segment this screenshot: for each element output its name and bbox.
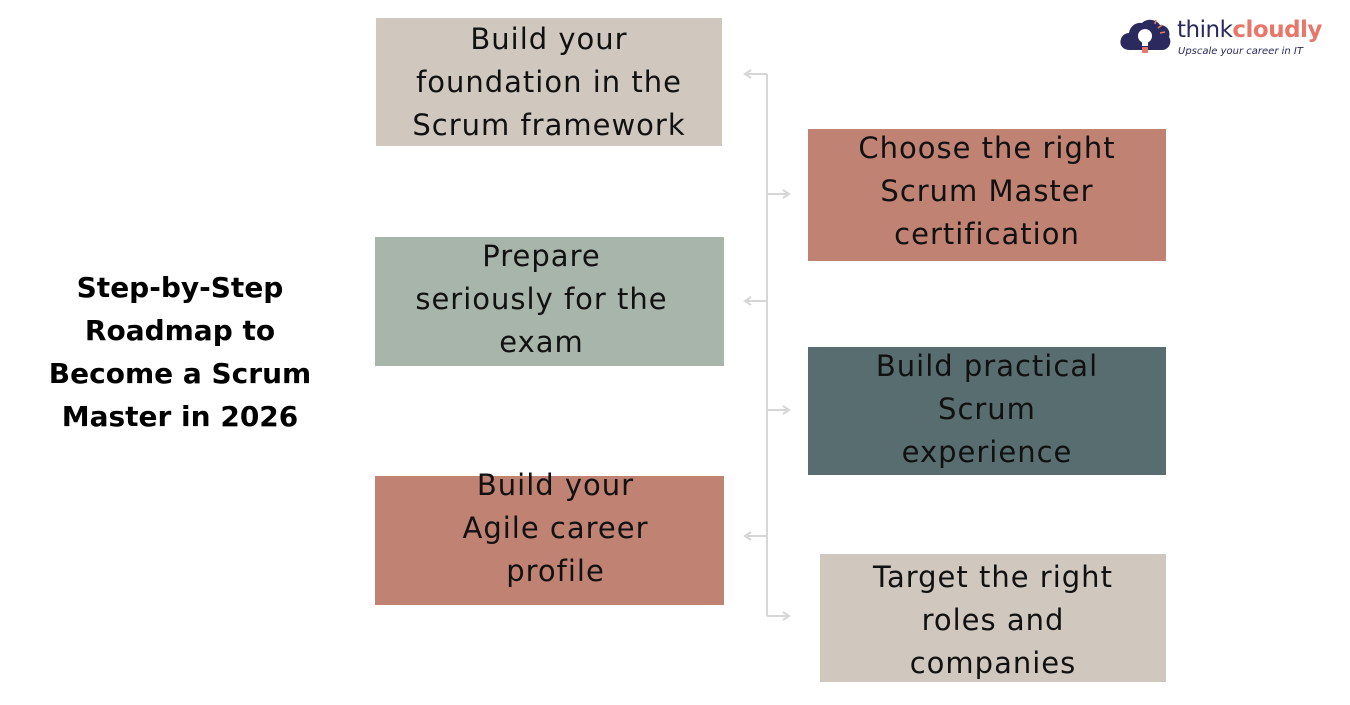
step-text-line: seriously for the xyxy=(415,282,668,316)
step-text-line: Scrum Master xyxy=(880,173,1094,208)
brand-name-part2: cloudly xyxy=(1232,17,1322,43)
step-box-experience: Build practical Scrum experience xyxy=(808,347,1166,475)
title-line: Become a Scrum xyxy=(48,357,312,390)
brand-name-part1: think xyxy=(1177,17,1233,43)
title-line: Step-by-Step xyxy=(76,271,284,304)
step-text-line: foundation in the xyxy=(416,64,682,99)
step-text-line: roles and xyxy=(921,602,1065,637)
step-text-line: companies xyxy=(909,645,1077,680)
step-text-line: Agile career xyxy=(462,511,649,545)
step-text-line: Scrum xyxy=(938,391,1036,426)
step-text-line: profile xyxy=(506,554,605,588)
step-box-exam: Prepare seriously for the exam xyxy=(375,237,724,366)
title-line: Roadmap to xyxy=(84,314,276,347)
brand-name: thinkcloudly xyxy=(1177,17,1322,43)
step-box-certification: Choose the right Scrum Master certificat… xyxy=(808,129,1166,261)
step-text-line: Scrum framework xyxy=(412,107,686,142)
brand-logo: thinkcloudly Upscale your career in IT xyxy=(1118,16,1328,60)
step-text-line: Prepare xyxy=(482,239,601,273)
step-box-career-profile: Build your Agile career profile xyxy=(375,468,724,605)
step-text-line: exam xyxy=(499,325,584,359)
brand-tagline: Upscale your career in IT xyxy=(1178,46,1303,57)
step-box-foundation: Build your foundation in the Scrum frame… xyxy=(376,18,722,146)
step-text-line: Build practical xyxy=(875,348,1099,383)
step-text-line: experience xyxy=(901,434,1073,469)
step-text-line: Choose the right xyxy=(858,130,1116,165)
title-line: Master in 2026 xyxy=(61,400,299,433)
step-box-target-roles: Target the right roles and companies xyxy=(820,554,1166,682)
step-text-line: Build your xyxy=(476,468,635,502)
page-title: Step-by-Step Roadmap to Become a Scrum M… xyxy=(34,266,326,438)
step-text-line: Target the right xyxy=(873,559,1113,594)
cloud-lightbulb-icon xyxy=(1120,19,1171,53)
step-text-line: certification xyxy=(894,216,1080,251)
step-text-line: Build your xyxy=(470,21,628,56)
